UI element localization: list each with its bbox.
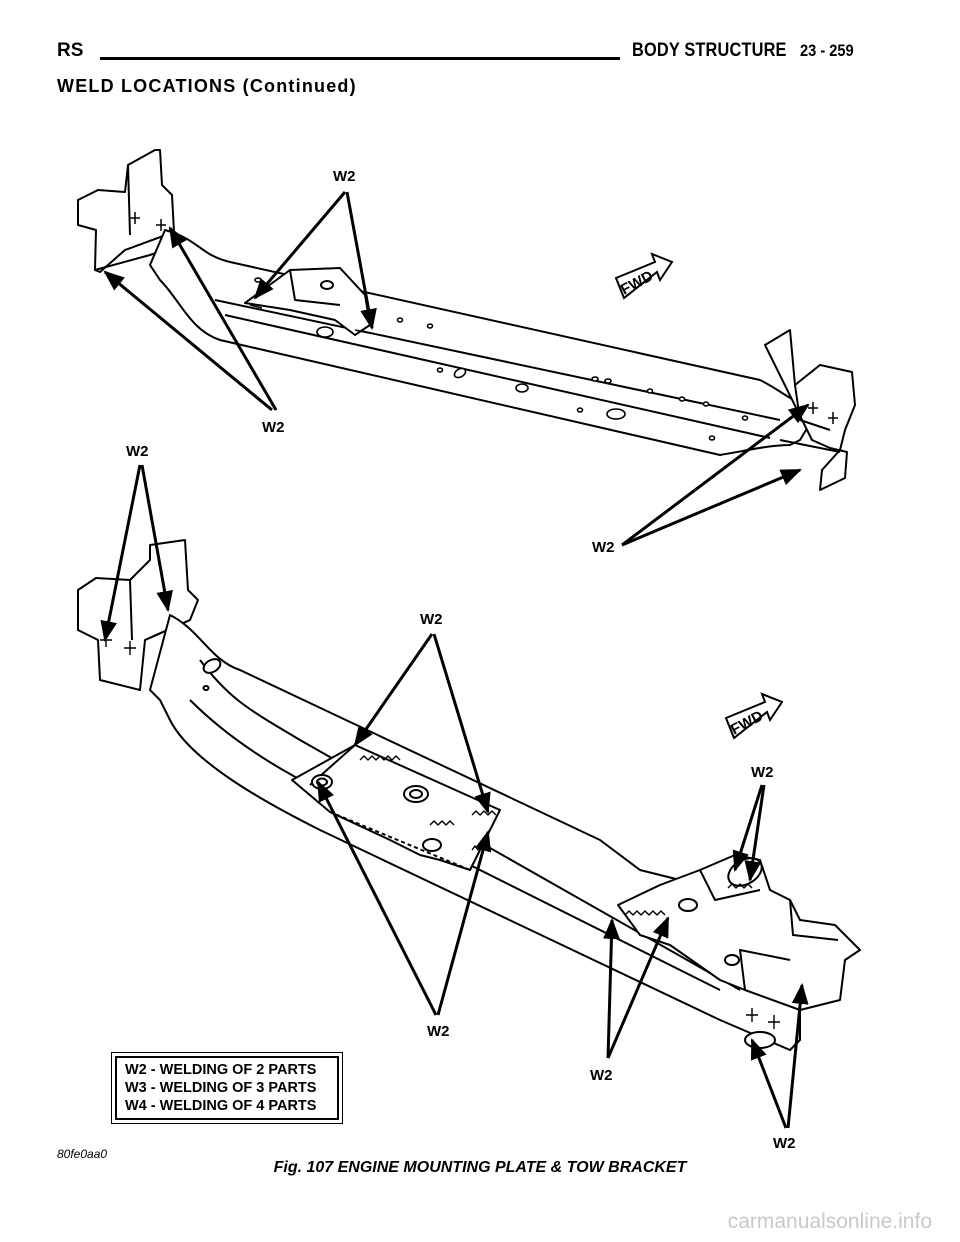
header-section-code: RS [57,40,84,61]
weld-label-bottom-right-upper: W2 [751,764,774,781]
watermark: carmanualsonline.info [727,1210,932,1233]
fwd-arrow-icon-bottom: FWD [724,692,784,740]
figure-caption: Fig. 107 ENGINE MOUNTING PLATE & TOW BRA… [273,1159,687,1176]
weld-legend: W2 - WELDING OF 2 PARTS W3 - WELDING OF … [111,1052,343,1124]
weld-label-bottom-right-lower: W2 [773,1135,796,1152]
fwd-arrow-icon-top: FWD [614,252,674,300]
weld-label-top-right-lower: W2 [592,539,615,556]
section-title: WELD LOCATIONS (Continued) [57,76,357,96]
weld-label-bottom-left-upper: W2 [126,443,149,460]
legend-item-w3: W3 - WELDING OF 3 PARTS [125,1080,317,1096]
lower-crossmember [77,539,861,1051]
upper-crossmember [77,149,856,491]
bottom-callout-arrows [100,464,809,1129]
weld-label-bottom-center-upper: W2 [420,611,443,628]
weld-label-top-left-lower: W2 [262,419,285,436]
legend-item-w2: W2 - WELDING OF 2 PARTS [125,1062,317,1078]
header-rule [100,57,620,60]
top-callout-arrows [103,191,810,547]
header-page-number: 23 - 259 [800,41,854,60]
figure-code: 80fe0aa0 [57,1147,108,1161]
legend-outer-frame [111,1052,343,1124]
weld-label-bottom-center-lower: W2 [427,1023,450,1040]
weld-label-top-center: W2 [333,168,356,185]
header-title: BODY STRUCTURE [632,40,787,61]
weld-label-bottom-right-mid: W2 [590,1067,613,1084]
legend-item-w4: W4 - WELDING OF 4 PARTS [125,1098,317,1114]
